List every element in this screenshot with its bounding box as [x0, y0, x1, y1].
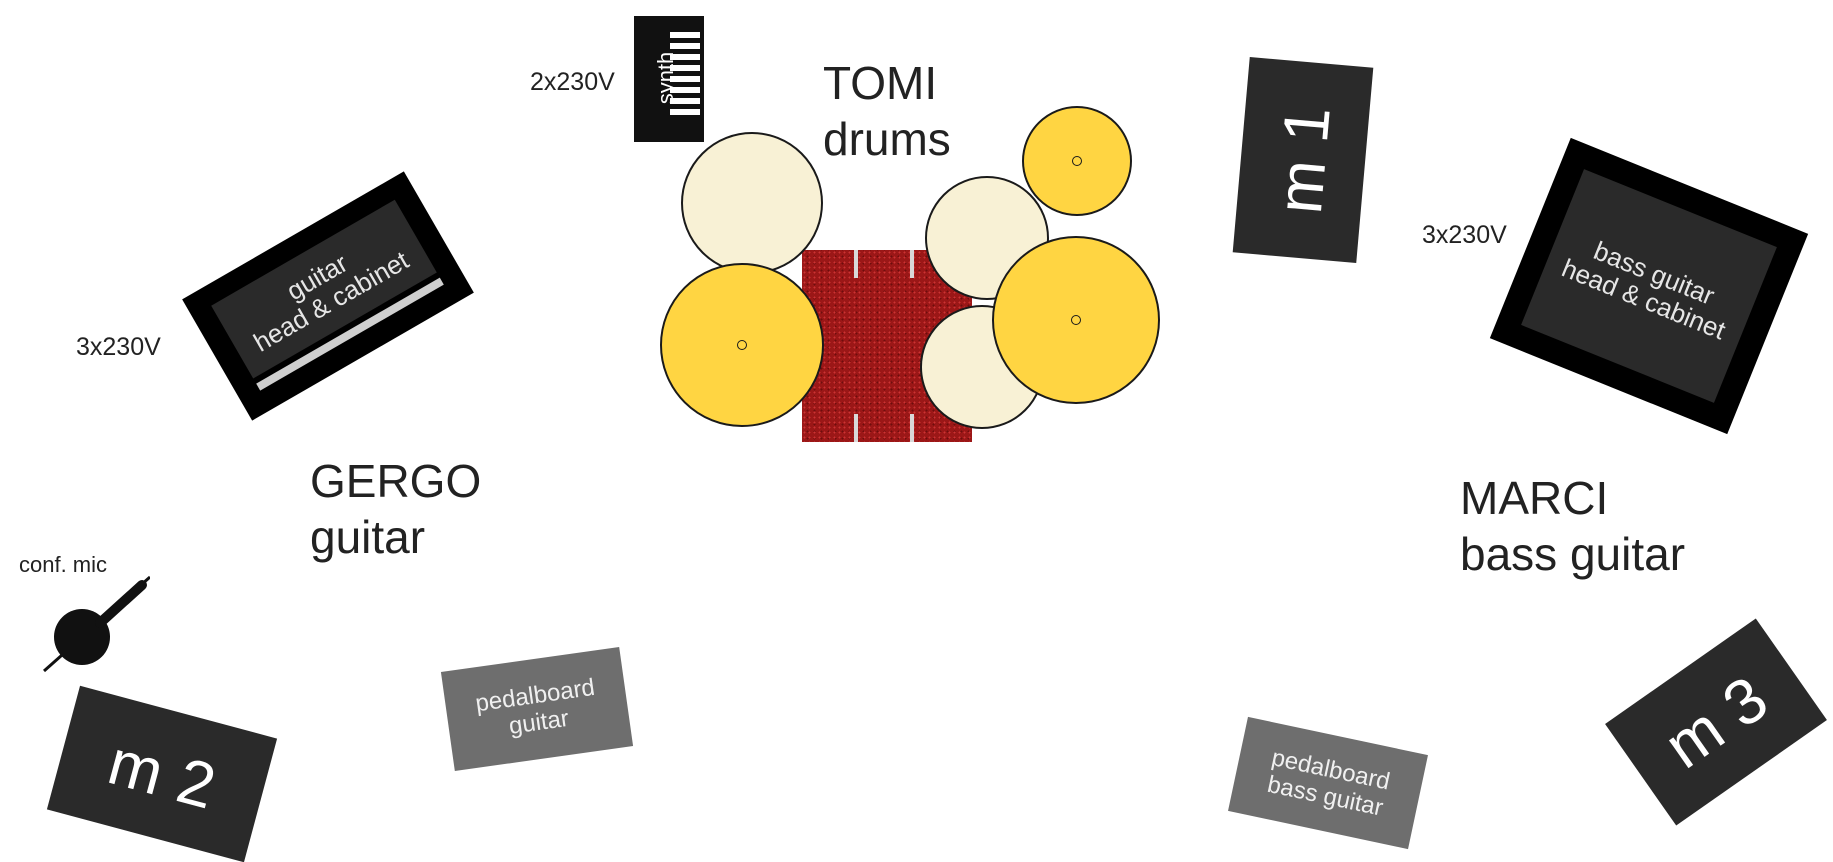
bass-pedalboard: pedalboard bass guitar: [1228, 716, 1428, 850]
bassist-label: MARCI bass guitar: [1460, 470, 1685, 582]
bass-power-label: 3x230V: [1422, 221, 1507, 249]
monitor-m2: m 2: [46, 685, 278, 862]
tom-drum: [681, 132, 823, 274]
cymbal: [660, 263, 824, 427]
drummer-label: TOMI drums: [823, 55, 951, 167]
synth-keyboard: synth: [634, 16, 704, 142]
conf-mic-icon: [43, 575, 150, 673]
conf-mic-label: conf. mic: [19, 552, 108, 577]
bass-amp: bass guitar head & cabinet: [1489, 137, 1809, 435]
synth-power-label: 2x230V: [530, 68, 615, 96]
drummer-instrument: drums: [823, 113, 951, 165]
guitarist-name: GERGO: [310, 455, 482, 507]
guitarist-instrument: guitar: [310, 511, 426, 563]
monitor-m3: m 3: [1605, 618, 1827, 826]
guitar-amp: guitar head & cabinet: [182, 171, 474, 421]
cymbal: [1022, 106, 1132, 216]
synth-keys: [670, 32, 700, 132]
cymbal: [992, 236, 1160, 404]
bassist-name: MARCI: [1460, 472, 1609, 524]
guitar-pedalboard: pedalboard guitar: [440, 646, 634, 772]
monitor-m1: m 1: [1232, 56, 1374, 264]
monitor-m3-label: m 3: [1651, 661, 1781, 783]
monitor-m1-label: m 1: [1262, 103, 1344, 217]
guitarist-label: GERGO guitar: [310, 453, 481, 565]
bassist-instrument: bass guitar: [1460, 528, 1686, 580]
drummer-name: TOMI: [823, 57, 938, 109]
monitor-m2-label: m 2: [101, 725, 223, 823]
guitar-power-label: 3x230V: [76, 333, 161, 361]
bass-amp-panel: bass guitar head & cabinet: [1521, 169, 1777, 403]
